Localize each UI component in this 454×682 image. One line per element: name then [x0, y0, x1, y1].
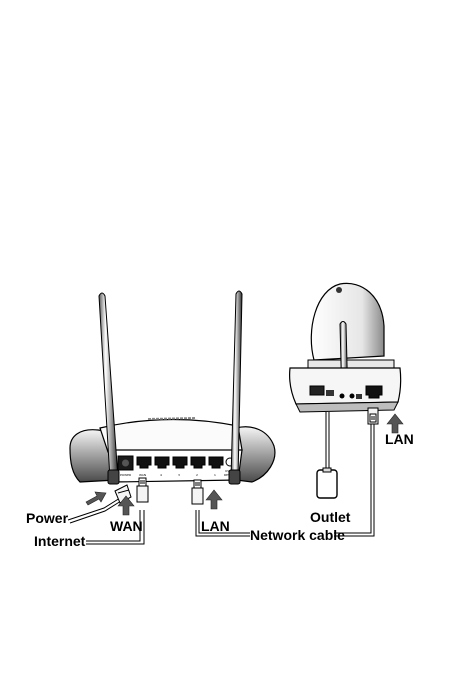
camera-base [290, 368, 401, 404]
port-label-lan-1: 1 [214, 473, 216, 477]
wan-label: WAN [110, 519, 143, 533]
port-label-lan-3: 3 [178, 473, 180, 477]
router: POWER WAN 4 3 2 1 USB RESET [70, 291, 275, 484]
outlet-label: Outlet [310, 510, 350, 524]
lan-arrow-icon [206, 490, 222, 509]
lan-label-camera: LAN [385, 432, 414, 446]
network-cable-label: Network cable [250, 528, 345, 542]
port-label-lan-2: 2 [196, 473, 198, 477]
camera-lan-plug [368, 408, 378, 424]
outlet-adapter [317, 468, 337, 498]
internet-label: Internet [34, 534, 85, 548]
router-top [100, 419, 242, 452]
wan-plug [137, 478, 148, 502]
ip-camera [290, 283, 401, 412]
port-label-wan: WAN [139, 473, 146, 477]
port-label-power: POWER [120, 473, 131, 477]
port-label-lan-4: 4 [160, 473, 162, 477]
power-label: Power [26, 511, 68, 525]
camera-head [311, 283, 384, 360]
router-lan-plug [192, 480, 203, 504]
power-arrow-icon [86, 492, 106, 505]
lan-label-router: LAN [201, 519, 230, 533]
